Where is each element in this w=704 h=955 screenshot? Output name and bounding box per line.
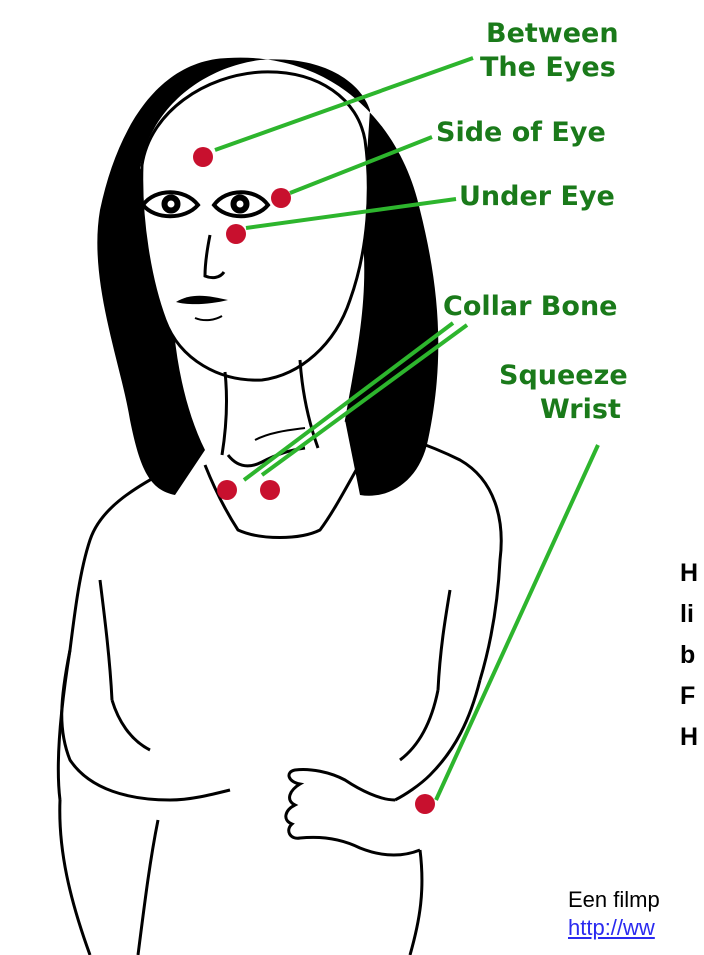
footer-text: Een filmp: [568, 886, 660, 914]
point-collar-bone-left: [217, 480, 237, 500]
side-text: H li b F H: [680, 553, 698, 758]
side-text-line: b: [680, 635, 698, 676]
label-side-of-eye: Side of Eye: [436, 117, 606, 148]
side-text-line: F: [680, 676, 698, 717]
side-text-line: li: [680, 594, 698, 635]
label-squeeze: Squeeze: [499, 360, 628, 391]
right-arm: [395, 680, 480, 800]
side-text-line: H: [680, 553, 698, 594]
side-text-line: H: [680, 717, 698, 758]
label-collar-bone: Collar Bone: [443, 291, 617, 322]
label-under-eye: Under Eye: [459, 181, 615, 212]
right-eye: [214, 192, 268, 216]
shirt: [58, 420, 501, 800]
label-between-line2: The Eyes: [480, 52, 616, 83]
line-squeeze-wrist: [436, 445, 598, 800]
label-wrist: Wrist: [540, 394, 621, 425]
footer: Een filmp http://ww: [568, 886, 660, 942]
left-eye: [143, 192, 198, 216]
hand: [286, 769, 420, 855]
footer-link[interactable]: http://ww: [568, 914, 660, 942]
label-between-line1: Between: [486, 18, 619, 49]
point-squeeze-wrist: [415, 794, 435, 814]
point-side-of-eye: [271, 188, 291, 208]
point-collar-bone-right: [260, 480, 280, 500]
left-arm: [62, 650, 230, 800]
point-between-eyes: [193, 147, 213, 167]
point-under-eye: [226, 224, 246, 244]
